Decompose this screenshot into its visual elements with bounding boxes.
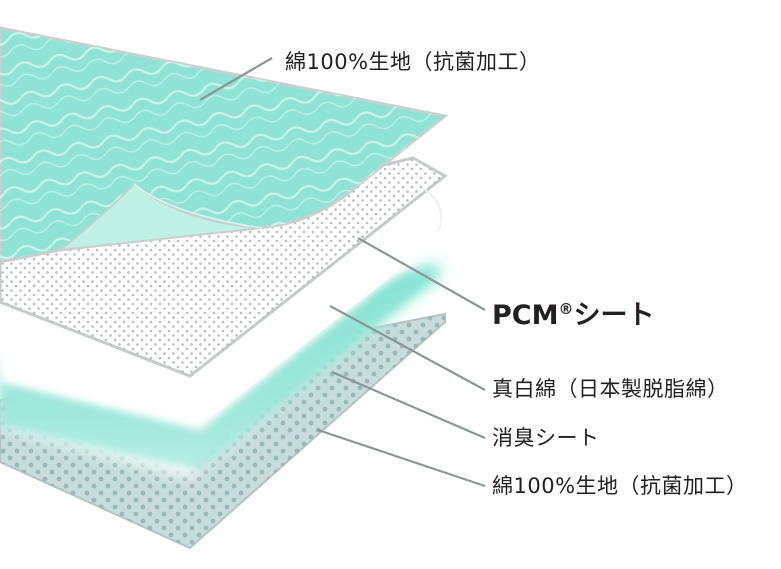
pcm-suffix: シート — [573, 300, 655, 331]
label-deodorant-sheet: 消臭シート — [492, 426, 600, 450]
leader-line-deo — [331, 370, 486, 440]
leader-lines — [199, 57, 486, 488]
label-bottom-fabric: 綿100%生地（抗菌加工） — [492, 474, 748, 498]
leader-line-pcm — [357, 237, 486, 311]
leader-line-top — [199, 57, 273, 101]
label-top-fabric: 綿100%生地（抗菌加工） — [285, 50, 541, 74]
leader-line-cotton — [329, 305, 486, 391]
leader-line-bottom — [317, 428, 486, 488]
label-white-cotton: 真白綿（日本製脱脂綿） — [492, 377, 729, 401]
top-fabric-layer — [0, 26, 449, 264]
pcm-name: PCM — [492, 300, 559, 331]
label-pcm-sheet: PCM®シート — [492, 293, 654, 332]
registered-mark: ® — [558, 300, 574, 318]
